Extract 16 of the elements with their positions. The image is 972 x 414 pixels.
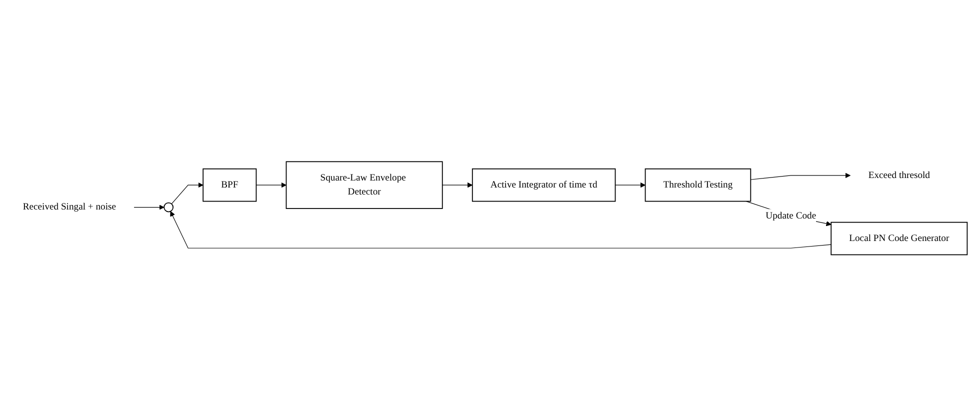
arrow	[171, 182, 204, 204]
node-box: Active Integrator of time τd	[472, 168, 616, 202]
arrow	[750, 172, 851, 180]
node-box: Local PN Code Generator	[830, 222, 968, 256]
edge-label: Update Code	[766, 210, 816, 222]
arrow	[134, 204, 164, 210]
node-text: Exceed thresold	[868, 170, 930, 180]
node-box: BPF	[202, 168, 257, 202]
node-box: Threshold Testing	[644, 168, 752, 202]
arrow	[170, 211, 832, 248]
arrow	[256, 182, 286, 188]
arrow	[442, 182, 473, 188]
node-text: Received Singal + noise	[22, 202, 116, 212]
node-box: Square-Law Envelope Detector	[286, 161, 443, 209]
arrow	[614, 182, 646, 188]
node-circle	[164, 202, 174, 212]
